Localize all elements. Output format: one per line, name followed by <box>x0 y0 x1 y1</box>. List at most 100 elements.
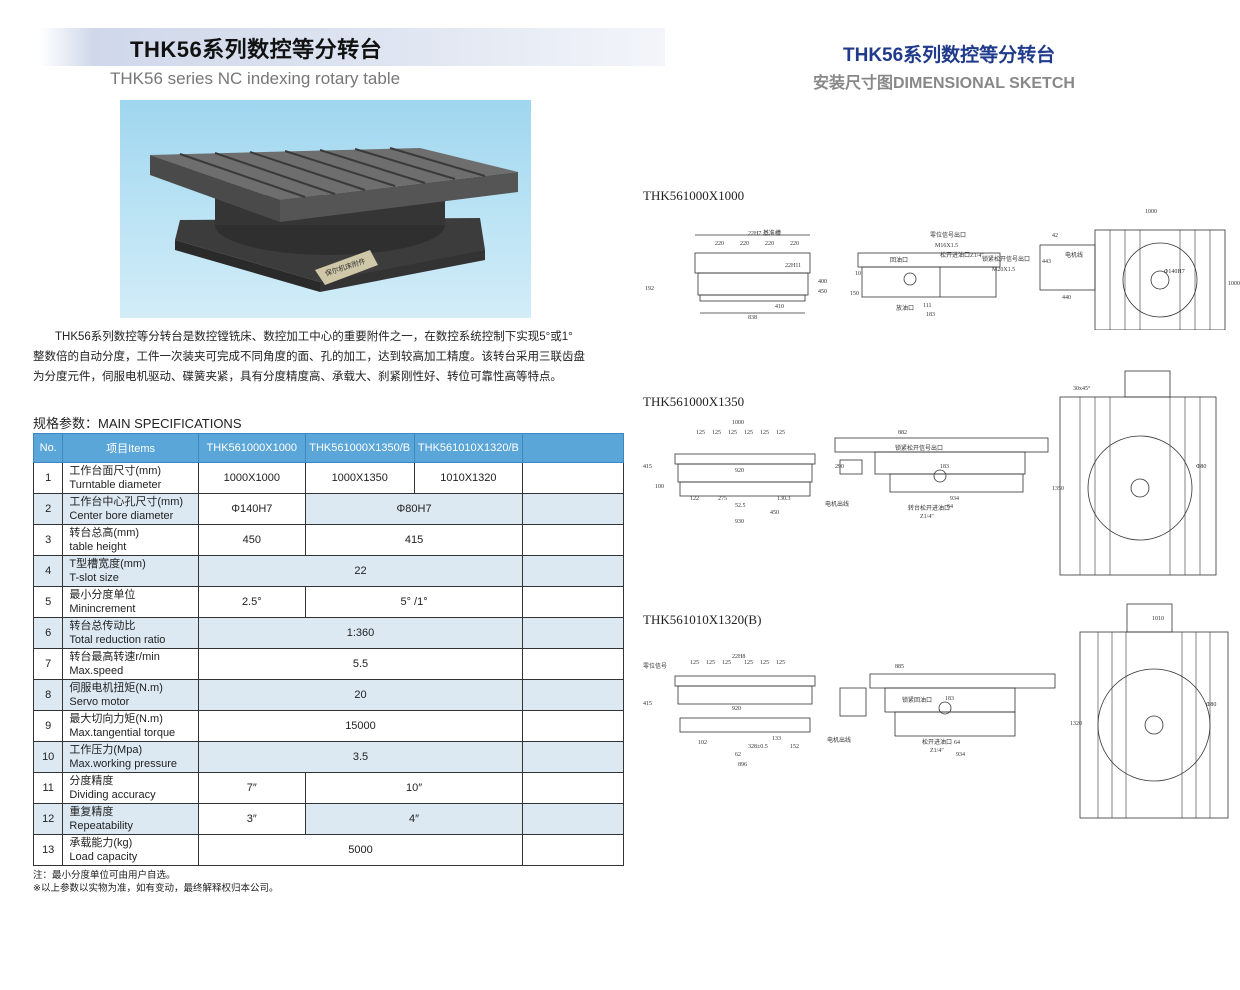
dim: 220 <box>765 241 774 247</box>
dim: 220 <box>790 241 799 247</box>
item-en: Center bore diameter <box>69 510 174 522</box>
dim: 锁紧回油口 <box>902 696 932 704</box>
item-cn: 分度精度 <box>69 775 114 787</box>
item-en: Max.speed <box>69 665 124 677</box>
cell-blank <box>522 679 624 711</box>
row-no: 8 <box>32 679 64 711</box>
table-row: 1 工作台面尺寸(mm)Turntable diameter 1000X1000… <box>32 462 624 494</box>
item-cn: 转台总传动比 <box>69 620 136 632</box>
table-header-row: No. 项目Items THK561000X1000 THK561000X135… <box>32 433 624 463</box>
dim: 125 <box>760 660 769 666</box>
cell-blank <box>522 493 624 525</box>
row-no: 4 <box>32 555 64 587</box>
item-cn: 工作压力(Mpa) <box>69 744 143 756</box>
sketch-subtitle: 安装尺寸图DIMENSIONAL SKETCH <box>813 75 1075 92</box>
cell: 5° /1° <box>304 586 524 618</box>
dim: 934 <box>950 496 959 502</box>
dim: 放油口 <box>896 304 914 312</box>
dim: 松开进油口 <box>922 738 952 746</box>
dim: M16X1.5 <box>935 243 958 249</box>
dim: 10 <box>855 271 861 277</box>
drawing-1: 220 220 220 220 22H7 基准槽 22H11 400 450 1… <box>645 209 1240 330</box>
dim: 电机出线 <box>825 500 849 508</box>
dim: 111 <box>923 303 932 309</box>
footnotes: 注：最小分度单位可由用户自选。 ※以上参数以实物为准，如有变动，最终解释权归本公… <box>33 869 278 895</box>
item-en: Minincrement <box>69 603 136 615</box>
cell-blank <box>522 462 624 494</box>
item-en: Dividing accuracy <box>69 789 156 801</box>
dim: 220 <box>740 241 749 247</box>
row-no: 13 <box>32 834 64 866</box>
row-item: 工作台面尺寸(mm) Turntable diameter <box>62 462 199 494</box>
dim: 920 <box>732 706 741 712</box>
dim: 42 <box>1052 233 1058 239</box>
cell-blank <box>522 803 624 835</box>
dim: 125 <box>776 660 785 666</box>
description: THK56系列数控等分转台是数控镗铣床、数控加工中心的重要附件之一，在数控系统控… <box>33 327 623 387</box>
cell: Φ140H7 <box>197 493 306 525</box>
dim: 22H11 <box>785 263 801 269</box>
col-header-model-1: THK561000X1000 <box>197 433 306 463</box>
item-en: Total reduction ratio <box>69 634 166 646</box>
dim: 125 <box>690 660 699 666</box>
item-cn: 重复精度 <box>69 806 114 818</box>
dim: 锁紧松开信号出口 <box>982 255 1030 263</box>
item-en: Max.tangential torque <box>69 727 176 739</box>
item-en: Turntable diameter <box>69 479 162 491</box>
dim: 275 <box>718 496 727 502</box>
dim: 934 <box>956 752 965 758</box>
dim: 192 <box>645 286 654 292</box>
dim: 64 <box>954 740 960 746</box>
row-no: 10 <box>32 741 64 773</box>
page-subtitle: THK56 series NC indexing rotary table <box>110 69 401 88</box>
dim: 零位信号 <box>643 662 667 670</box>
table-row: 8 伺服电机扭矩(N.m)Servo motor 20 <box>32 679 624 711</box>
dim: 410 <box>775 304 784 310</box>
item-en: Repeatability <box>69 820 133 832</box>
row-no: 2 <box>32 493 64 525</box>
cell-blank <box>522 648 624 680</box>
dim: 133 <box>772 736 781 742</box>
header-band <box>0 28 665 66</box>
cell: 415 <box>304 524 524 556</box>
dim: 电机出线 <box>827 736 851 744</box>
cell: 450 <box>197 524 306 556</box>
row-item: 承载能力(kg)Load capacity <box>62 834 199 866</box>
cell: 20 <box>197 679 524 711</box>
item-cn: 工作台面尺寸(mm) <box>69 465 162 477</box>
dim: 零位信号出口 <box>930 231 966 239</box>
dim: 100 <box>655 484 664 490</box>
dim: 920 <box>735 468 744 474</box>
table-row: 9 最大切向力矩(N.m)Max.tangential torque 15000 <box>32 710 624 742</box>
dim: M20X1.5 <box>992 267 1015 273</box>
row-no: 1 <box>32 462 64 494</box>
dim: 64 <box>947 504 953 510</box>
col-header-items: 项目Items <box>62 433 199 463</box>
specs-heading: 规格参数：MAIN SPECIFICATIONS <box>33 416 242 431</box>
cell-blank <box>522 617 624 649</box>
dim: 328±0.5 <box>748 744 768 750</box>
dim: 125 <box>744 430 753 436</box>
dim: 882 <box>898 430 907 436</box>
cell: 5.5 <box>197 648 524 680</box>
specs-table: No. 项目Items THK561000X1000 THK561000X135… <box>32 433 624 866</box>
dim: 183 <box>940 464 949 470</box>
row-item: 伺服电机扭矩(N.m)Servo motor <box>62 679 199 711</box>
dim: 22H7 基准槽 <box>748 229 781 237</box>
dim: 183 <box>945 696 954 702</box>
dim: 183 <box>926 312 935 318</box>
dim: 450 <box>818 289 827 295</box>
dim: 1000 <box>1145 209 1157 215</box>
item-cn: 最大切向力矩(N.m) <box>69 713 163 725</box>
cell: 1000X1350 <box>304 462 415 494</box>
col-header-model-3: THK561010X1320/B <box>413 433 524 463</box>
footnote: ※以上参数以实物为准，如有变动，最终解释权归本公司。 <box>33 883 279 894</box>
description-line: THK56系列数控等分转台是数控镗铣床、数控加工中心的重要附件之一，在数控系统控… <box>55 331 573 343</box>
description-line: 整数倍的自动分度，工件一次装夹可完成不同角度的面、孔的加工，达到较高加工精度。该… <box>33 351 585 363</box>
dim: 回油口 <box>890 256 908 264</box>
row-no: 11 <box>32 772 64 804</box>
row-item: 工作压力(Mpa)Max.working pressure <box>62 741 199 773</box>
